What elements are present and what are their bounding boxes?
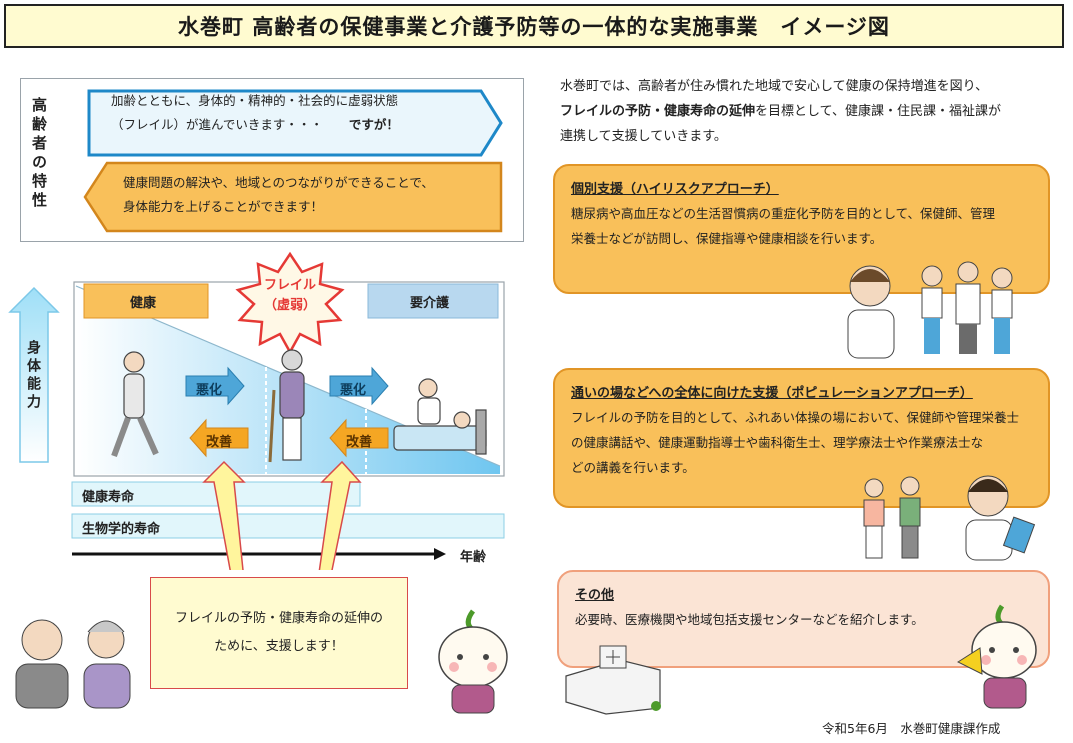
improve-label-1: 改善 <box>206 435 233 450</box>
card-other-heading: その他 <box>575 588 615 603</box>
intro-line3: 連携して支援していきます。 <box>560 129 727 144</box>
card-individual-heading: 個別支援（ハイリスクアプローチ） <box>571 182 779 197</box>
age-label: 年齢 <box>460 550 487 565</box>
card-other: その他 必要時、医療機関や地域包括支援センターなどを紹介します。 <box>557 570 1050 668</box>
body-capacity-axis-arrow <box>8 286 60 463</box>
dental-hygienist-icon <box>965 475 1036 561</box>
card-population-line2: の健康講話や、健康運動指導士や歯科衛生士、理学療法士や作業療法士な <box>571 435 984 450</box>
nurse-icon <box>847 265 895 359</box>
card-population-heading: 通いの場などへの全体に向けた支援（ポピュレーションアプローチ） <box>571 386 973 401</box>
orange-arrow-shape <box>83 161 503 233</box>
card-population-line3: どの講義を行います。 <box>571 460 695 475</box>
frail-line1: フレイル <box>263 278 316 293</box>
card-population-approach: 通いの場などへの全体に向けた支援（ポピュレーションアプローチ） フレイルの予防を… <box>553 368 1050 508</box>
worsen-arrow-2 <box>329 366 389 406</box>
mascot-fan-icon <box>956 604 1037 709</box>
card-individual-line2: 栄養士などが訪問し、保健指導や健康相談を行います。 <box>571 231 883 246</box>
worsen-label-1: 悪化 <box>196 383 223 398</box>
mascot-onion-icon <box>438 609 508 714</box>
y-axis-label: 身体能力 <box>25 340 41 412</box>
exercise-people-icon <box>863 476 921 559</box>
characteristics-label: 高齢者の特性 <box>30 97 48 211</box>
stage-care-box <box>367 283 499 319</box>
frailty-diagram <box>8 251 505 570</box>
walking-person-icon <box>111 351 159 458</box>
medical-staff-icon <box>921 261 1013 354</box>
intro-line1: 水巻町では、高齢者が住み慣れた地域で安心して健康の保持増進を図り、 <box>560 79 989 94</box>
elder-couple-illustration <box>15 619 131 709</box>
medical-staff-illustration <box>847 261 1013 359</box>
stage-healthy-label: 健康 <box>130 296 157 311</box>
stage-healthy-box <box>83 283 209 319</box>
page-title: 水巻町 高齢者の保健事業と介護予防等の一体的な実施事業 イメージ図 <box>4 4 1064 48</box>
exercise-illustration <box>863 475 1036 561</box>
bio-life-label: 生物学的寿命 <box>82 522 161 537</box>
frail-elder-icon <box>268 349 305 463</box>
orange-arrow-line1: 健康問題の解決や、地域とのつながりができることで、 <box>123 175 434 190</box>
stage-frail-label: フレイル （虚弱） <box>260 276 320 316</box>
blue-arrow-shape <box>87 89 503 157</box>
caregiver-bed-icon <box>393 378 487 455</box>
card-population-line1: フレイルの予防を目的として、ふれあい体操の場において、保健師や管理栄養士 <box>571 410 1020 425</box>
support-arrow-1 <box>202 460 246 570</box>
support-line1: フレイルの予防・健康寿命の延伸の <box>174 611 383 626</box>
support-message-box: フレイルの予防・健康寿命の延伸の ために、支援します！ <box>150 577 408 689</box>
hospital-building-icon <box>565 645 661 715</box>
intro-text: 水巻町では、高齢者が住み慣れた地域で安心して健康の保持増進を図り、 フレイルの予… <box>560 74 1060 149</box>
intro-line2: を目標として、健康課・住民課・福祉課が <box>755 104 1001 119</box>
orange-arrow-line2: 身体能力を上げることができます！ <box>123 199 324 214</box>
blue-arrow-text: 加齢とともに、身体的・精神的・社会的に虚弱状態 （フレイル）が進んでいきます・・… <box>111 89 399 137</box>
footer-credit: 令和5年6月 水巻町健康課作成 <box>822 721 1001 736</box>
intro-bold: フレイルの予防・健康寿命の延伸 <box>560 104 756 119</box>
orange-arrow-text: 健康問題の解決や、地域とのつながりができることで、 身体能力を上げることができま… <box>123 171 434 219</box>
improve-arrow-2 <box>329 418 389 458</box>
card-other-line1: 必要時、医療機関や地域包括支援センターなどを紹介します。 <box>575 612 924 627</box>
card-individual-line1: 糖尿病や高血圧などの生活習慣病の重症化予防を目的として、保健師、管理 <box>571 206 996 221</box>
frail-line2: （虚弱） <box>263 298 316 313</box>
improve-arrow-1 <box>189 418 249 458</box>
blue-arrow-emphasis: ですが！ <box>348 117 399 132</box>
characteristics-arrows <box>83 89 503 233</box>
characteristics-panel: 高齢者の特性 加齢とともに、身体的・精神的・社会的に虚弱状態 （フレイル）が進ん… <box>20 78 524 242</box>
improve-label-2: 改善 <box>346 435 373 450</box>
stage-care-label: 要介護 <box>410 296 450 311</box>
worsen-arrow-1 <box>185 366 245 406</box>
bio-life-bar <box>71 513 505 539</box>
elder-woman-icon <box>83 620 131 709</box>
blue-arrow-line2: （フレイル）が進んでいきます・・・ <box>111 117 323 132</box>
worsen-label-2: 悪化 <box>340 383 367 398</box>
support-arrow-2 <box>318 460 362 570</box>
elder-man-icon <box>15 619 69 709</box>
healthy-life-label: 健康寿命 <box>82 490 135 505</box>
support-line2: ために、支援します！ <box>214 639 344 654</box>
blue-arrow-line1: 加齢とともに、身体的・精神的・社会的に虚弱状態 <box>111 93 399 108</box>
